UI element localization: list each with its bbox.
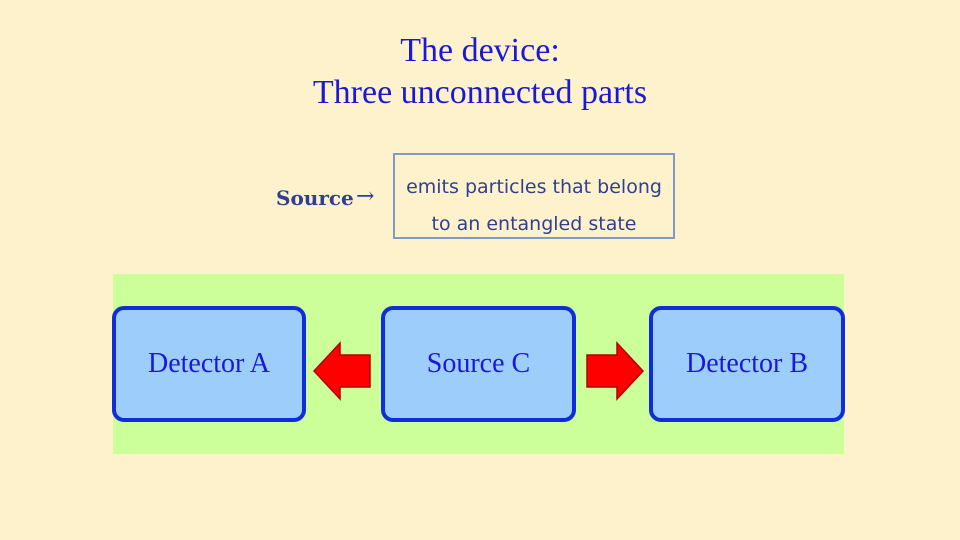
- detector-b-box: Detector B: [649, 306, 845, 422]
- source-description-box: emits particles that belong to an entang…: [393, 153, 675, 239]
- source-c-label: Source C: [426, 348, 531, 379]
- description-line-2: to an entangled state: [431, 213, 637, 235]
- detector-a-box: Detector A: [112, 306, 306, 422]
- arrow-left-icon: [312, 341, 371, 401]
- detector-a-label: Detector A: [147, 348, 271, 379]
- detector-b-label: Detector B: [685, 348, 809, 379]
- source-arrow-icon: →: [356, 184, 375, 209]
- description-line-1: emits particles that belong: [406, 176, 662, 198]
- source-c-box: Source C: [381, 306, 576, 422]
- title-line-1: The device:: [400, 32, 560, 69]
- arrow-right-icon: [586, 341, 645, 401]
- page-title: The device: Three unconnected parts: [0, 30, 960, 114]
- source-label: Source: [276, 186, 354, 210]
- title-line-2: Three unconnected parts: [312, 74, 648, 111]
